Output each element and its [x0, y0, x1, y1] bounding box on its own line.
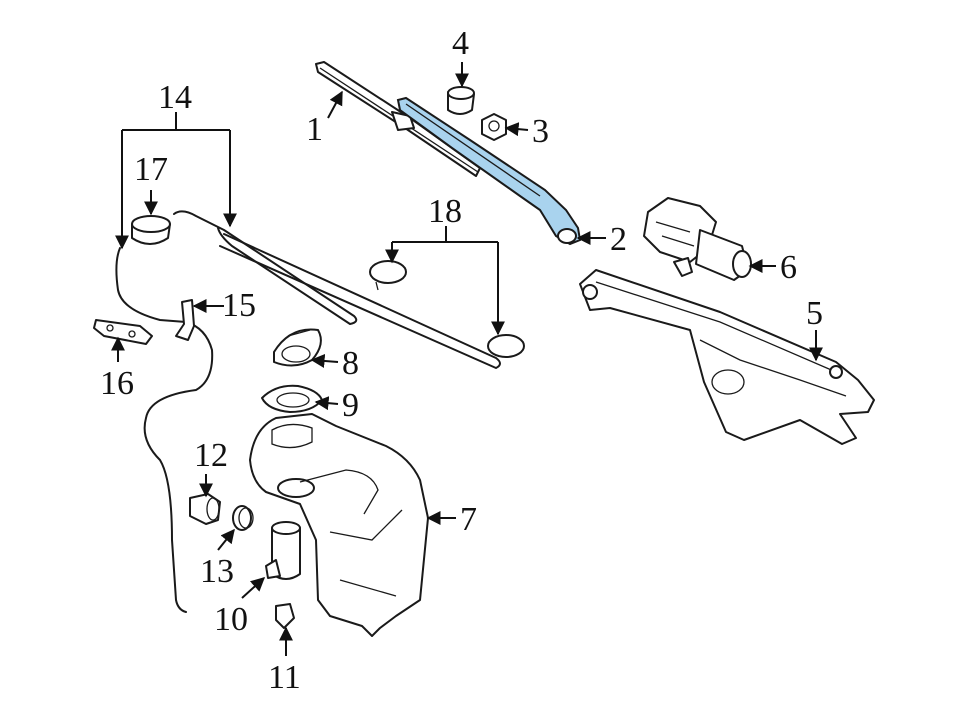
- reservoir-seal[interactable]: [261, 384, 323, 413]
- pump-connector[interactable]: [275, 603, 295, 629]
- washer-nozzle-right[interactable]: [487, 334, 525, 358]
- callout-9: 9: [342, 387, 359, 424]
- wiper-arm-shape: [396, 96, 582, 246]
- leader-lines: [111, 62, 823, 656]
- callout-6: 6: [780, 249, 797, 286]
- callout-4: 4: [452, 25, 469, 62]
- callout-12: 12: [194, 437, 228, 474]
- pump-seal[interactable]: [232, 505, 254, 531]
- washer-reservoir[interactable]: [249, 413, 429, 637]
- callout-3: 3: [532, 113, 549, 150]
- callout-10: 10: [214, 601, 248, 638]
- callout-17: 17: [134, 151, 168, 188]
- callout-11: 11: [268, 659, 301, 696]
- callout-8: 8: [342, 345, 359, 382]
- callout-2: 2: [610, 221, 627, 258]
- callout-18: 18: [428, 193, 462, 230]
- wiper-linkage[interactable]: [579, 269, 875, 445]
- callout-1: 1: [306, 111, 323, 148]
- washer-nozzle-left[interactable]: [369, 260, 407, 291]
- wiper-motor[interactable]: [643, 197, 752, 281]
- callout-7: 7: [460, 501, 477, 538]
- callout-14: 14: [158, 79, 192, 116]
- wiper-arm[interactable]: [396, 96, 582, 246]
- callout-15: 15: [222, 287, 256, 324]
- arm-nut[interactable]: [481, 113, 507, 141]
- callout-16: 16: [100, 365, 134, 402]
- wiper-blade[interactable]: [315, 61, 481, 177]
- hose-clip[interactable]: [175, 299, 195, 341]
- reservoir-grommet[interactable]: [273, 328, 322, 367]
- washer-hose[interactable]: [115, 210, 501, 613]
- hose-connector[interactable]: [93, 319, 153, 345]
- pump-grommet[interactable]: [189, 493, 221, 525]
- callout-13: 13: [200, 553, 234, 590]
- arm-cap[interactable]: [447, 86, 475, 115]
- callout-5: 5: [806, 295, 823, 332]
- reservoir-cap[interactable]: [131, 215, 171, 245]
- callout-labels: 1 2 3 4 5 6 7 8 9 10 11 12 13 14 15 16 1…: [100, 25, 823, 696]
- washer-pump[interactable]: [265, 521, 301, 580]
